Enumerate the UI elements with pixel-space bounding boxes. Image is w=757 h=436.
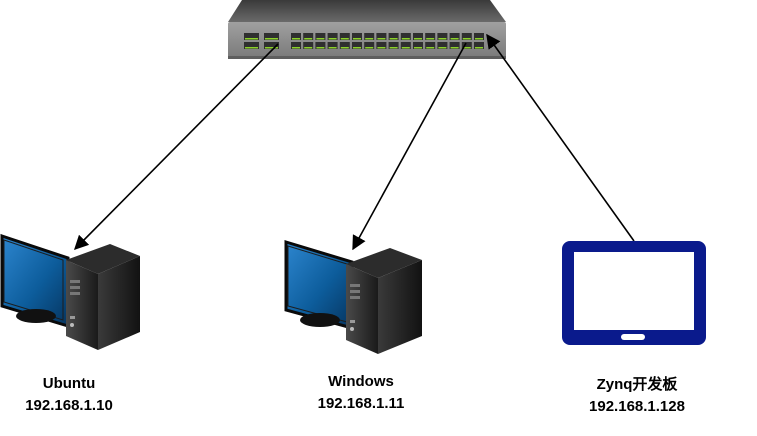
node-ip: 192.168.1.128 [589,398,685,415]
port-led [316,47,325,49]
port-led [389,47,398,49]
switch-port [425,42,436,49]
port-led [438,47,447,49]
node-name: Ubuntu [42,375,96,392]
switch-port [437,42,448,49]
switch-port [303,33,314,40]
switch-port [425,33,436,40]
port-led [316,38,325,40]
port-led [365,38,374,40]
switch-port [303,42,314,49]
switch-port [449,42,460,49]
switch-port [315,42,326,49]
link-zynq-switch [486,33,635,242]
switch-port [474,42,484,49]
port-led [475,47,483,49]
tablet-board-icon [562,241,706,345]
node-ip: 192.168.1.11 [317,395,405,412]
switch-port [244,42,259,49]
desktop-computer-icon [0,233,140,350]
port-led [328,38,337,40]
switch-port [364,33,375,40]
port-led [377,47,386,49]
port-led [389,38,398,40]
switch-port [400,33,411,40]
node-label-ubuntu: Ubuntu 192.168.1.10 [8,373,130,417]
node-name: Zynq开发板 [596,376,678,393]
port-led [304,47,313,49]
switch-port [352,33,362,40]
switch-port [315,33,326,40]
port-led [292,47,300,49]
port-led [328,47,337,49]
switch-port [244,33,259,40]
switch-port [339,33,350,40]
switch-port [413,33,423,40]
switch-port [413,42,423,49]
switch-port [388,33,399,40]
node-label-zynq: Zynq开发板 192.168.1.128 [572,374,702,418]
port-led [414,47,422,49]
port-led [426,38,435,40]
switch-port [291,42,301,49]
switch-port [264,42,279,49]
port-led [340,38,349,40]
switch-port [364,42,375,49]
port-led [450,47,459,49]
port-led [245,47,258,49]
network-switch-icon [228,0,506,59]
port-led [365,47,374,49]
switch-port [264,33,279,40]
switch-port [352,42,362,49]
switch-port [376,42,387,49]
port-led [353,47,361,49]
port-led [265,47,278,49]
switch-port [461,42,472,49]
switch-port [327,42,338,49]
port-led [245,38,258,40]
switch-ports [244,33,484,49]
port-led [462,38,471,40]
switch-port [291,33,301,40]
switch-port [376,33,387,40]
port-led [450,38,459,40]
port-led [340,47,349,49]
switch-port [461,33,472,40]
switch-port [474,33,484,40]
switch-port [449,33,460,40]
port-led [426,47,435,49]
node-ip: 192.168.1.10 [25,397,113,414]
port-led [475,38,483,40]
link-switch-windows [352,42,467,251]
switch-port [339,42,350,49]
node-name: Windows [328,373,394,390]
port-led [304,38,313,40]
switch-port [437,33,448,40]
switch-port [388,42,399,49]
port-led [401,38,410,40]
switch-port [400,42,411,49]
port-led [265,38,278,40]
link-switch-ubuntu [73,43,279,251]
port-led [401,47,410,49]
node-label-windows: Windows 192.168.1.11 [300,371,422,415]
port-led [438,38,447,40]
port-led [462,47,471,49]
port-led [353,38,361,40]
port-led [377,38,386,40]
connection-lines [73,33,635,251]
desktop-computer-icon [284,239,422,354]
port-led [414,38,422,40]
port-led [292,38,300,40]
switch-port [327,33,338,40]
